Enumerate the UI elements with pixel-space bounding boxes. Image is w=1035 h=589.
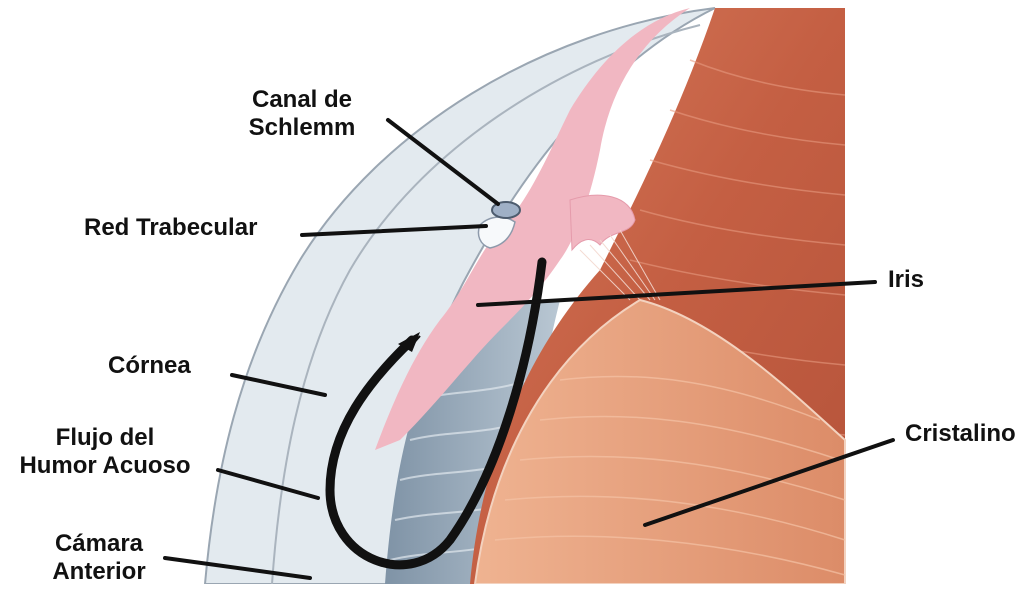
label-anterior-chamber: Cámara Anterior [34, 530, 164, 586]
label-trabecular: Red Trabecular [84, 214, 257, 242]
label-flow-line2: Humor Acuoso [0, 452, 210, 480]
label-canal-line2: Schlemm [232, 114, 372, 142]
label-cornea: Córnea [108, 352, 191, 380]
label-chamber-line1: Cámara [34, 530, 164, 558]
label-iris: Iris [888, 266, 924, 294]
label-aqueous-flow: Flujo del Humor Acuoso [0, 424, 210, 480]
label-flow-line1: Flujo del [0, 424, 210, 452]
label-canal-line1: Canal de [232, 86, 372, 114]
label-chamber-line2: Anterior [34, 558, 164, 586]
label-canal-schlemm: Canal de Schlemm [232, 86, 372, 142]
label-lens: Cristalino [905, 420, 1016, 448]
